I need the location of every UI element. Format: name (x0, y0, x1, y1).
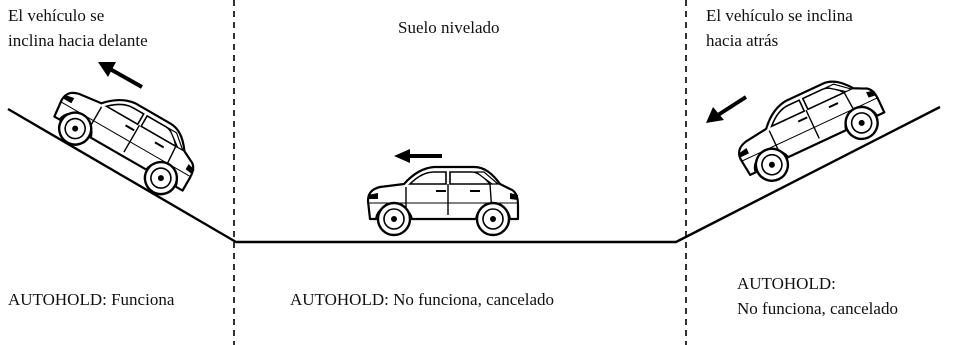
middle-status: AUTOHOLD: No funciona, cancelado (290, 288, 554, 313)
right-status-line-2: No funciona, cancelado (737, 298, 898, 318)
car-tilted-forward (43, 69, 210, 206)
left-status-text: AUTOHOLD: Funciona (8, 290, 175, 309)
car-level (366, 165, 520, 237)
arrow-level-left-icon (394, 149, 442, 163)
right-caption: El vehículo se inclina hacia atrás (706, 4, 853, 53)
left-status: AUTOHOLD: Funciona (8, 288, 174, 313)
car-tilted-backward (725, 64, 893, 192)
middle-caption-text: Suelo nivelado (398, 18, 500, 37)
middle-status-text: AUTOHOLD: No funciona, cancelado (290, 290, 555, 309)
arrow-backward-down-icon (706, 95, 748, 123)
left-caption-line-2: inclina hacia delante (8, 30, 148, 50)
left-caption-line-1: El vehículo se (8, 6, 105, 25)
left-caption: El vehículo se inclina hacia delante (8, 4, 148, 53)
arrow-forward-down-icon (98, 62, 143, 89)
middle-caption: Suelo nivelado (398, 16, 500, 41)
right-status-line-1: AUTOHOLD: (737, 274, 836, 293)
ground-line (7, 105, 941, 244)
right-status: AUTOHOLD: No funciona, cancelado (737, 272, 898, 321)
right-caption-line-1: El vehículo se inclina (706, 6, 853, 25)
right-caption-line-2: hacia atrás (706, 30, 779, 50)
